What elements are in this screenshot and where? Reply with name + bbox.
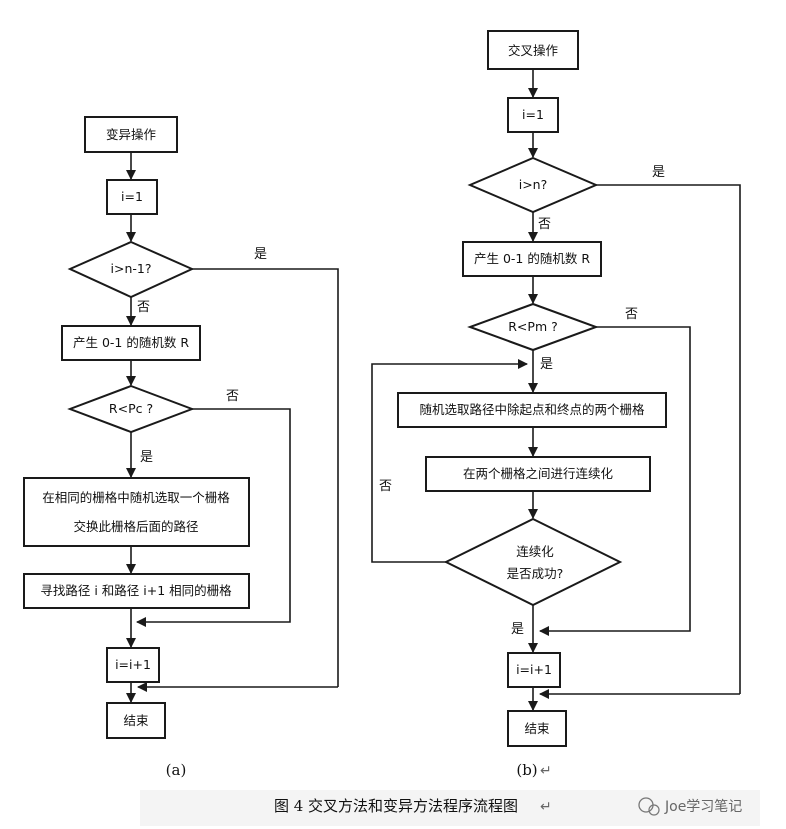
b-cond1-yes-line [596, 184, 741, 694]
b-cond3-text1: 连续化 [516, 544, 554, 559]
figure-caption: 图 4 交叉方法和变异方法程序流程图 [274, 797, 518, 815]
b-cond3-diamond [443, 517, 623, 607]
b-start-text: 交叉操作 [508, 43, 559, 58]
caption-band [140, 790, 760, 826]
a-init-box [106, 179, 158, 215]
b-incr-text: i=i+1 [516, 662, 552, 677]
b-cond3-text2: 是否成功? [507, 566, 564, 581]
b-end-box [507, 710, 567, 747]
a-cond1-yes-line [192, 268, 339, 687]
a-step2-box [23, 573, 250, 609]
b-cond3-no-line [371, 359, 528, 563]
a-step1-box [23, 477, 250, 547]
caption-mark: ↵ [540, 799, 552, 815]
a-step1-text1: 在相同的栅格中随机选取一个栅格 [42, 490, 230, 505]
a-cond1-text: i>n-1? [111, 261, 152, 276]
a-label: (a) [166, 761, 187, 779]
b-step1-box [397, 392, 667, 428]
b-step2-box [425, 456, 651, 492]
b-step2-text: 在两个栅格之间进行连续化 [463, 466, 614, 481]
a-incr-box [106, 647, 160, 683]
b-rand-text: 产生 0-1 的随机数 R [474, 251, 590, 266]
b-rand-box [462, 241, 602, 277]
a-end-text: 结束 [123, 713, 149, 728]
b-cond2-no-line [539, 326, 691, 636]
watermark: Joe学习笔记 [638, 797, 742, 816]
b-cond3-no-label: 否 [379, 479, 392, 494]
a-step1-text2: 交换此栅格后面的路径 [73, 519, 198, 534]
flowchart-a: 变异操作 i=1 i>n-1? 是 否 产生 0-1 的随机数 R R<Pc ?… [23, 116, 339, 779]
a-rand-box [61, 325, 201, 361]
flowchart-b: 交叉操作 i=1 i>n? 是 否 产生 0-1 的随机数 R R<Pm ? 否… [371, 30, 741, 779]
b-cond1-yes-label: 是 [652, 165, 665, 180]
a-end-box [106, 702, 166, 739]
b-cond2-text: R<Pm ? [508, 319, 557, 334]
a-rand-text: 产生 0-1 的随机数 R [73, 335, 189, 350]
b-cond1-no-label: 否 [538, 217, 551, 232]
b-init-text: i=1 [522, 107, 544, 122]
a-init-text: i=1 [121, 189, 143, 204]
watermark-text: Joe学习笔记 [664, 799, 742, 815]
a-cond2-no-label: 否 [226, 389, 239, 404]
a-cond2-text: R<Pc ? [109, 401, 153, 416]
a-step2-text: 寻找路径 i 和路径 i+1 相同的栅格 [40, 583, 232, 598]
wechat-icon-small [648, 804, 660, 816]
b-cond2-yes-label: 是 [540, 357, 553, 372]
a-cond1-yes-label: 是 [254, 247, 267, 262]
b-init-box [507, 97, 559, 133]
a-cond2-no-line [136, 408, 291, 627]
b-step1-text: 随机选取路径中除起点和终点的两个栅格 [419, 402, 645, 417]
b-label: (b) [516, 761, 537, 779]
a-cond2-yes-label: 是 [140, 450, 153, 465]
b-cond3-yes-label: 是 [511, 622, 524, 637]
b-cond1-text: i>n? [519, 177, 548, 192]
b-label-mark: ↵ [540, 763, 552, 779]
a-incr-text: i=i+1 [115, 657, 151, 672]
b-end-text: 结束 [524, 721, 550, 736]
b-incr-box [507, 652, 561, 688]
a-start-text: 变异操作 [106, 127, 157, 142]
b-cond2-no-label: 否 [625, 307, 638, 322]
a-cond1-no-label: 否 [137, 300, 150, 315]
